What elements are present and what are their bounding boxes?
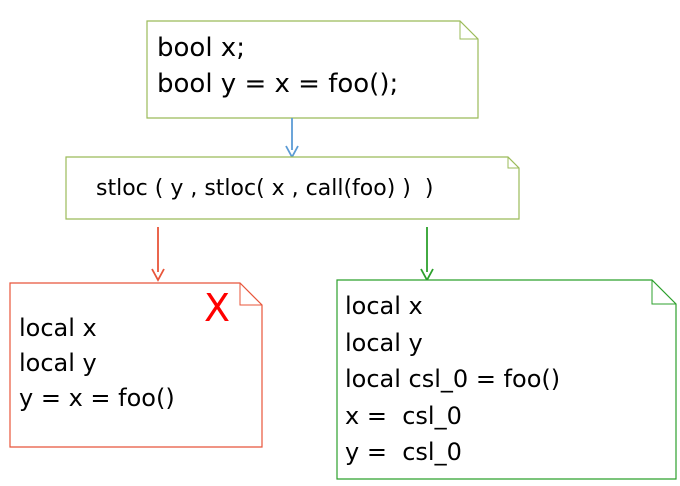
ast-text: stloc ( y , stloc( x , call(foo) ) )	[96, 174, 433, 204]
wrong-box-outline	[9, 282, 263, 448]
ast-box-outline	[65, 156, 520, 220]
right-box-outline	[336, 279, 677, 480]
source-box-outline	[146, 20, 479, 119]
ast-expression: stloc ( y , stloc( x , call(foo) ) )	[96, 176, 434, 201]
source-line: bool x;	[157, 33, 245, 63]
wrong-line: local y	[19, 349, 97, 377]
wrong-line: y = x = foo()	[19, 384, 175, 412]
arrow-ast-to-wrong-head	[151, 268, 165, 282]
wrong-box-fold	[239, 283, 262, 306]
correct-line: local x	[345, 292, 423, 320]
ast-box-fold	[507, 157, 519, 169]
correct-line: x = csl_0	[345, 401, 462, 430]
source-line: bool y = x = foo();	[157, 69, 399, 99]
source-code-text: bool x; bool y = x = foo();	[157, 30, 398, 102]
correct-translation-text: local x local y local csl_0 = foo() x = …	[345, 288, 560, 471]
wrong-mark: X	[204, 286, 231, 330]
correct-line: y = csl_0	[345, 438, 462, 466]
source-box-fold	[459, 21, 478, 40]
right-box-fold	[651, 280, 676, 305]
wrong-line: local x	[19, 314, 97, 342]
correct-line: local csl_0 = foo()	[345, 365, 561, 393]
correct-line: local y	[345, 328, 423, 357]
wrong-translation-text: local x local y y = x = foo()	[19, 311, 175, 416]
